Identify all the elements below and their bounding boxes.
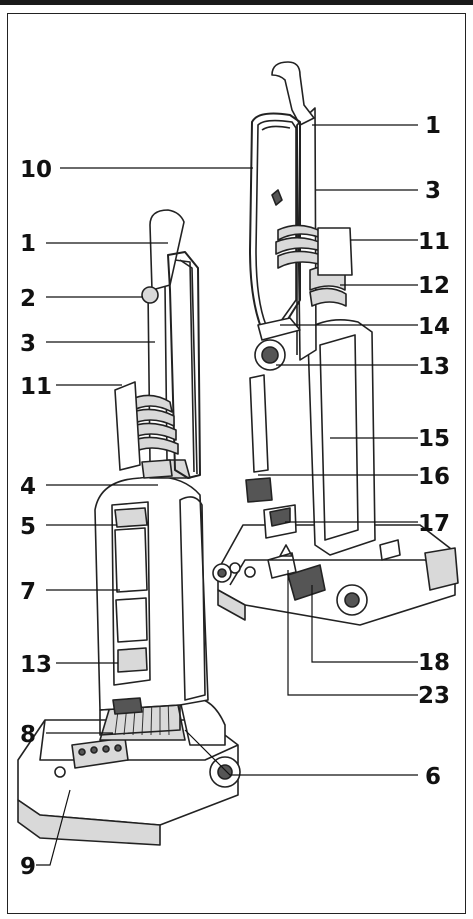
callout-16: 16: [418, 464, 450, 490]
callout-11-right: 11: [418, 229, 450, 255]
callout-labels: 1 3 11 12 14 13 15 16 17 18 23 10 1 2 3 …: [20, 113, 450, 880]
front-vacuum-illustration: [17, 209, 241, 846]
callout-18: 18: [418, 650, 450, 676]
callout-23: 23: [418, 683, 450, 709]
callout-14: 14: [418, 314, 450, 340]
figure-frame: [7, 13, 466, 914]
callout-4: 4: [20, 474, 36, 500]
leader-lines: [36, 124, 418, 866]
callout-2: 2: [20, 286, 36, 312]
callout-1-left: 1: [20, 231, 36, 257]
callout-8: 8: [20, 722, 36, 748]
rear-vacuum-illustration: [212, 61, 459, 626]
callout-11-left: 11: [20, 374, 52, 400]
callout-15: 15: [418, 426, 450, 452]
callout-9: 9: [20, 854, 36, 880]
callout-17: 17: [418, 511, 450, 537]
callout-6: 6: [425, 764, 441, 790]
top-rule: [0, 0, 473, 5]
callout-13-left: 13: [20, 652, 52, 678]
callout-13-right: 13: [418, 354, 450, 380]
callout-10: 10: [20, 157, 52, 183]
callout-3-right: 3: [425, 178, 441, 204]
callout-1-right: 1: [425, 113, 441, 139]
callout-12: 12: [418, 273, 450, 299]
callout-3-left: 3: [20, 331, 36, 357]
callout-5: 5: [20, 514, 36, 540]
callout-7: 7: [20, 579, 36, 605]
